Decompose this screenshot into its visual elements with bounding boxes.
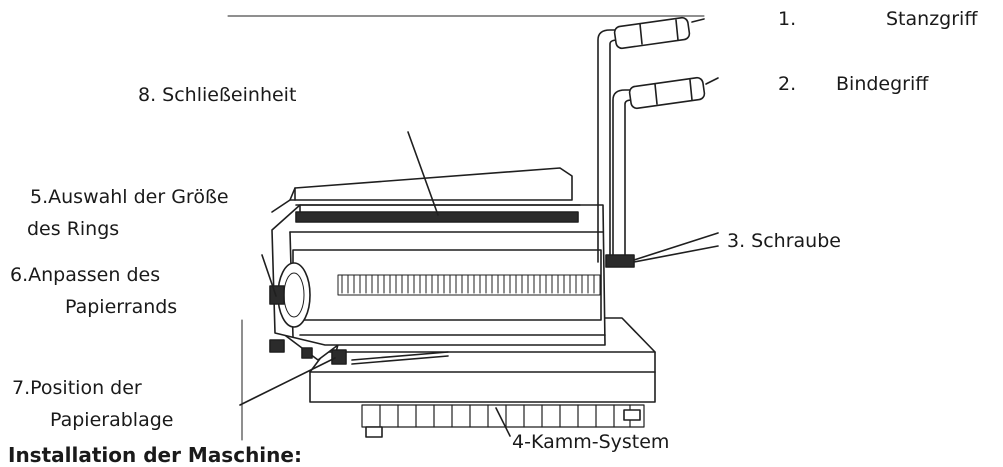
label-schraube: 3. Schraube xyxy=(727,230,841,252)
leader-1 xyxy=(691,18,705,23)
left-knob xyxy=(269,339,285,353)
label-paper-edge: 6.Anpassen des Papierrands xyxy=(10,263,177,319)
ring-size-dial xyxy=(269,262,311,328)
leader-7 xyxy=(239,357,336,406)
label-bindegriff: 2. Bindegriff xyxy=(778,72,928,96)
leader-5 xyxy=(271,199,291,213)
leader-3a xyxy=(633,232,719,261)
label-6-line2: Papierrands xyxy=(65,296,178,318)
section-heading: Installation der Maschine: xyxy=(8,443,302,467)
label-stanzgriff: 1. Stanzgriff xyxy=(778,7,977,31)
label-2-number: 2. xyxy=(778,73,797,95)
label-5-line1: 5.Auswahl der Größe xyxy=(30,186,229,208)
foot-right xyxy=(623,409,641,421)
paper-guide xyxy=(331,349,449,365)
leader-2 xyxy=(705,77,719,85)
leader-4 xyxy=(495,407,511,437)
screw xyxy=(605,254,635,268)
leader-3b xyxy=(633,245,719,263)
binding-handle xyxy=(612,76,706,263)
label-1-text: Stanzgriff xyxy=(886,8,978,30)
binding-machine-diagram xyxy=(227,15,719,441)
foot-left xyxy=(365,426,383,438)
label-2-text: Bindegriff xyxy=(836,73,929,95)
closing-unit xyxy=(289,167,581,223)
label-kamm-system: 4-Kamm-System xyxy=(512,431,670,453)
punch-slots xyxy=(337,274,601,296)
punch-handle xyxy=(597,16,691,263)
label-paper-tray: 7.Position der Papierablage xyxy=(12,376,173,432)
label-1-number: 1. xyxy=(778,8,797,30)
label-7-line2: Papierablage xyxy=(50,409,174,431)
label-5-line2: des Rings xyxy=(27,218,120,240)
label-closing-unit: 8. Schließeinheit xyxy=(138,84,297,106)
comb-system-teeth xyxy=(361,404,645,428)
leader-6 xyxy=(261,254,277,297)
label-ring-size: 5.Auswahl der Größe des Rings xyxy=(27,185,229,241)
leader-8 xyxy=(407,131,439,216)
label-7-line1: 7.Position der xyxy=(12,377,142,399)
label-6-line1: 6.Anpassen des xyxy=(10,264,161,286)
